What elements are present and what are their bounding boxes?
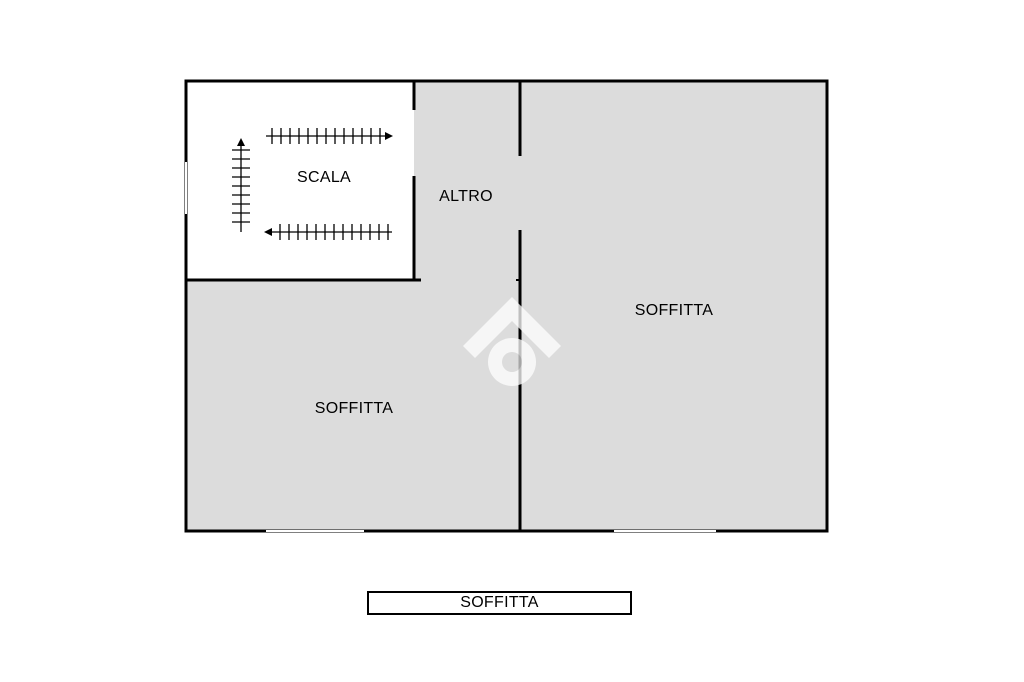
room-label-attic-right: SOFFITTA bbox=[634, 302, 714, 319]
stair-arrow-icon bbox=[264, 224, 392, 240]
room-label-attic-left: SOFFITTA bbox=[314, 400, 394, 417]
stair-arrow-icon bbox=[232, 138, 250, 232]
room-fill-stairs bbox=[186, 81, 414, 280]
floor-caption: SOFFITTA bbox=[367, 591, 632, 615]
stair-arrow-icon bbox=[266, 128, 393, 144]
outer-wall bbox=[184, 79, 829, 533]
room-label-stairs: SCALA bbox=[297, 169, 351, 186]
room-label-other: ALTRO bbox=[439, 188, 493, 205]
house-logo-icon bbox=[463, 297, 561, 386]
